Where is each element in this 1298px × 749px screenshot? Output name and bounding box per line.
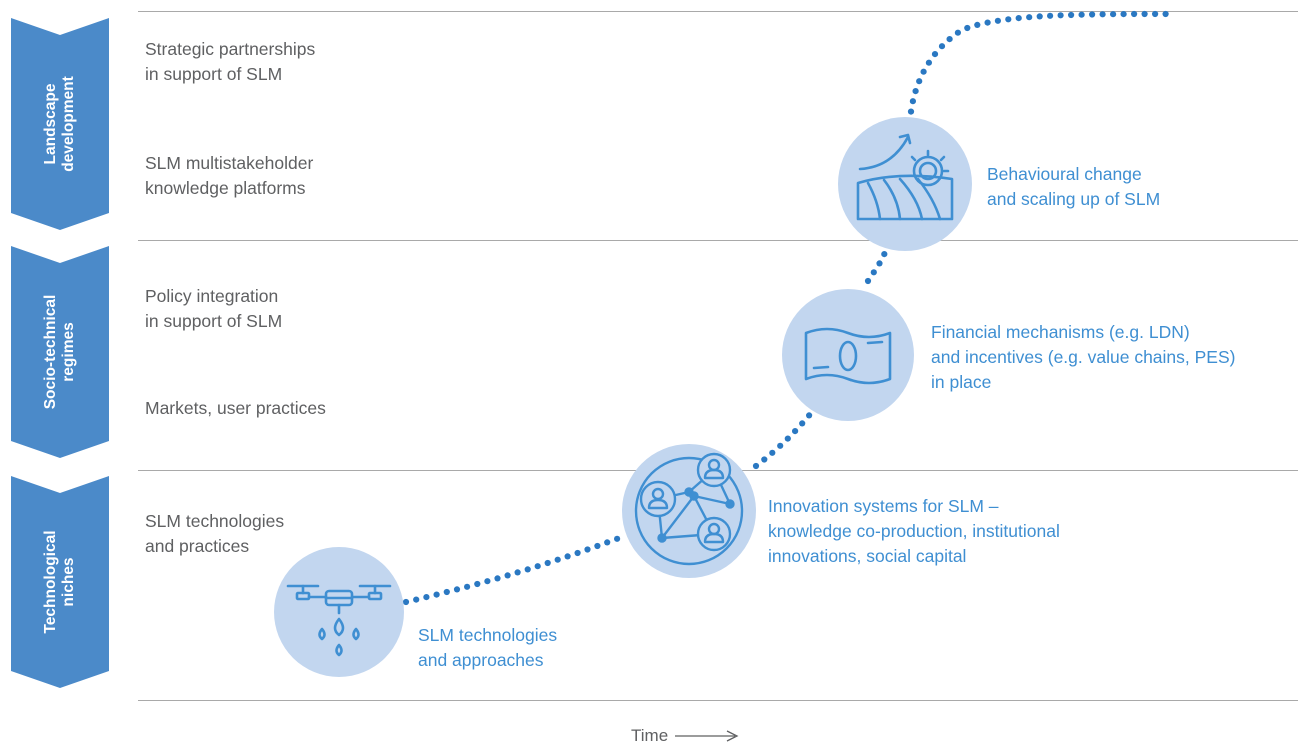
curve-dot — [1110, 11, 1117, 18]
stage-circle-behaviour — [838, 117, 972, 251]
curve-dot — [554, 556, 561, 563]
time-arrow-icon — [675, 730, 739, 742]
curve-dot — [974, 21, 981, 28]
curve-dot — [1047, 12, 1054, 19]
curve-dot — [1152, 10, 1159, 18]
stage-label-innovation: Innovation systems for SLM – knowledge c… — [768, 496, 1060, 566]
banknote-icon — [804, 327, 892, 385]
curve-dot — [870, 269, 877, 276]
curve-dot — [984, 19, 991, 26]
curve-dot — [916, 78, 923, 85]
curve-dot — [1068, 11, 1075, 19]
divider-landscape-regimes — [138, 240, 1298, 241]
curve-dot — [402, 598, 410, 606]
curve-dot — [938, 43, 946, 50]
drone-irrigation-icon — [286, 584, 392, 657]
stage-circle-innovation — [622, 444, 756, 578]
curve-dot — [784, 435, 791, 442]
curve-dot — [761, 456, 768, 463]
chevron-shape — [11, 18, 109, 230]
curve-dot — [524, 566, 531, 573]
chevron-shape — [11, 476, 109, 688]
curve-dot — [994, 17, 1002, 24]
curve-dot — [931, 51, 939, 58]
curve-dot — [1162, 10, 1169, 18]
curve-dot — [433, 591, 440, 598]
stage-circle-technologies — [274, 547, 404, 677]
curve-dot — [1120, 11, 1127, 18]
curve-dot — [925, 59, 933, 66]
curve-dot — [1078, 11, 1085, 18]
curve-dot — [964, 24, 971, 32]
niches-item-technologies: SLM technologies and practices — [145, 511, 285, 556]
curve-dot — [564, 553, 571, 560]
curve-dot — [1131, 10, 1138, 18]
curve-dot — [920, 68, 927, 75]
curve-dot — [484, 578, 491, 585]
curve-dot — [534, 563, 541, 570]
curve-dot — [464, 583, 471, 590]
curve-dot — [946, 36, 953, 43]
curve-dot — [1089, 11, 1096, 18]
field-growth-icon — [856, 133, 954, 221]
stage-label-technologies: SLM technologies and approaches — [418, 625, 558, 670]
curve-dot — [1005, 16, 1012, 23]
curve-dot — [1015, 15, 1022, 22]
regimes-item-markets: Markets, user practices — [145, 398, 326, 418]
divider-bottom — [138, 700, 1298, 701]
curve-dot — [876, 260, 883, 267]
curve-dot — [594, 542, 601, 550]
stage-label-finance: Financial mechanisms (e.g. LDN) and ince… — [931, 322, 1236, 392]
curve-dot — [604, 539, 611, 546]
curve-dot — [799, 420, 806, 427]
curve-dot — [806, 412, 813, 419]
curve-dot — [574, 549, 581, 557]
curve-dot — [752, 462, 760, 470]
curve-dot — [453, 586, 461, 593]
curve-dot — [954, 29, 962, 36]
curve-dot — [614, 535, 621, 542]
curve-dot — [1036, 13, 1043, 20]
curve-dot — [777, 442, 784, 449]
curve-dot — [1026, 14, 1033, 21]
curve-dot — [544, 559, 551, 567]
curve-dot — [423, 594, 430, 601]
curve-dot — [1141, 10, 1148, 18]
landscape-item-partnerships: Strategic partnerships in support of SLM — [145, 39, 316, 84]
curve-dot — [912, 88, 919, 95]
time-axis-label: Time — [631, 726, 669, 745]
divider-top — [138, 11, 1298, 12]
curve-dot — [1057, 12, 1064, 19]
chevron-shape — [11, 246, 109, 458]
curve-dot — [1099, 11, 1106, 18]
stage-circle-finance — [782, 289, 914, 421]
stage-label-behaviour: Behavioural change and scaling up of SLM — [987, 164, 1161, 209]
curve-dot — [864, 277, 872, 285]
curve-dot — [792, 428, 799, 435]
people-network-icon — [634, 452, 744, 566]
curve-dot — [907, 108, 915, 115]
curve-dot — [413, 596, 420, 603]
curve-dot — [584, 546, 591, 553]
curve-dot — [514, 569, 521, 576]
curve-dot — [474, 580, 481, 588]
curve-dot — [769, 449, 776, 456]
regimes-item-policy: Policy integration in support of SLM — [145, 286, 283, 331]
curve-dot — [909, 98, 917, 105]
landscape-item-platforms: SLM multistakeholder knowledge platforms — [145, 153, 314, 198]
curve-dot — [443, 588, 450, 596]
curve-dot — [504, 572, 511, 579]
curve-dot — [494, 575, 501, 582]
curve-dot — [881, 251, 888, 258]
